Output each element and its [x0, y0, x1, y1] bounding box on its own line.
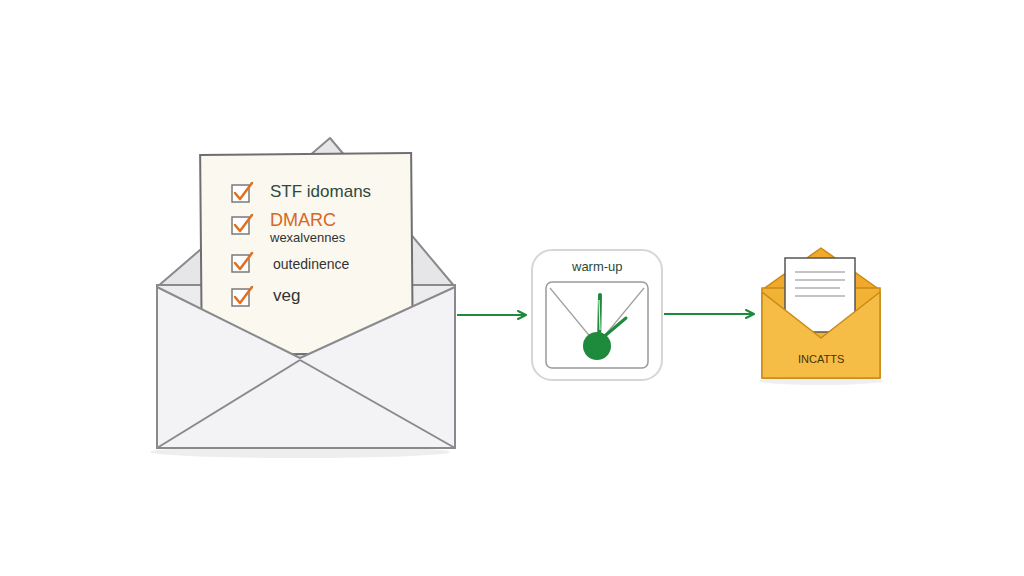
checklist-note: wexalvennes: [270, 231, 345, 245]
warmup-box: warm-up: [532, 250, 662, 380]
checklist-item: outedinence: [273, 257, 349, 272]
envelope-illustration: [150, 138, 455, 458]
warmup-gauge: [532, 250, 662, 380]
envelope-label: INCATTS: [798, 353, 844, 365]
flow-arrow: [457, 314, 526, 316]
checklist-item: veg: [273, 287, 300, 306]
orange-envelope: [759, 248, 883, 385]
checklist-item: STF idomans: [270, 183, 371, 202]
flow-arrow: [664, 313, 754, 315]
step-label: warm-up: [572, 260, 623, 274]
envelope-checklist: STF idomansDMARCwexalvennes outedinence ve…: [155, 135, 455, 450]
inbox-envelope: INCATTS: [760, 248, 882, 380]
checklist-item: DMARC: [270, 211, 336, 231]
